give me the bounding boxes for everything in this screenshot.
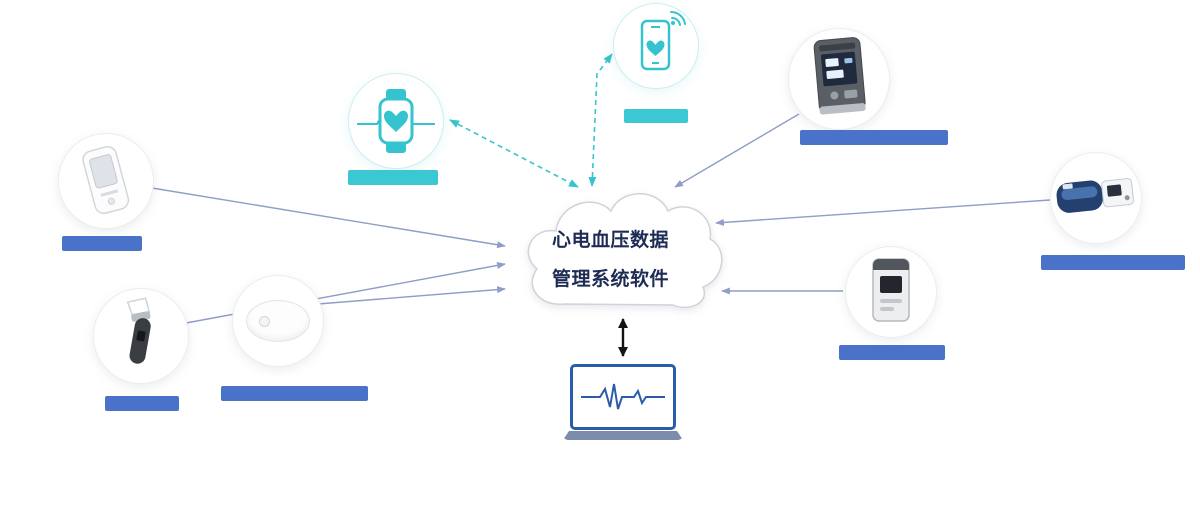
handheld-ecg-device-node bbox=[58, 133, 154, 229]
oval-patch-button bbox=[259, 316, 270, 327]
cloud-title: 心电血压数据 管理系统软件 bbox=[552, 222, 669, 300]
bp-monitor-label bbox=[800, 130, 948, 145]
smartwatch-heart-icon bbox=[357, 89, 435, 153]
ear-probe-device-icon bbox=[126, 297, 151, 364]
smart-watch-label bbox=[348, 170, 438, 185]
holter-recorder-icon bbox=[872, 258, 910, 322]
laptop-ecg-icon bbox=[581, 383, 665, 410]
connector-bp-monitor-to-cloud bbox=[674, 113, 800, 188]
pc-client bbox=[563, 364, 683, 440]
connector-cloud-to-phone-dashed bbox=[588, 53, 613, 187]
smart-phone-node bbox=[613, 3, 699, 89]
oval-patch-device-icon bbox=[246, 300, 310, 342]
cloud-system: 心电血压数据 管理系统软件 bbox=[511, 176, 723, 324]
bp-monitor-icon bbox=[813, 37, 866, 115]
ear-probe-device-label bbox=[105, 396, 179, 411]
bp-monitor-node bbox=[788, 28, 890, 130]
connector-cloud-to-watch-dashed bbox=[449, 119, 579, 188]
connector-handheld-ecg-to-cloud bbox=[151, 187, 506, 249]
cloud-shape bbox=[527, 193, 723, 309]
connector-ambulatory-bp-to-cloud bbox=[715, 199, 1051, 226]
oval-patch-device-node bbox=[232, 275, 324, 367]
bp-cuff-and-recorder-icon bbox=[1056, 178, 1134, 213]
connector-oval-patch-to-cloud bbox=[317, 286, 506, 305]
smart-phone-label bbox=[624, 109, 688, 123]
ambulatory-bp-node bbox=[1050, 152, 1142, 244]
holter-recorder-label bbox=[839, 345, 945, 360]
laptop-base bbox=[563, 431, 683, 440]
ear-probe-device-node bbox=[93, 288, 189, 384]
oval-patch-device-label bbox=[221, 386, 368, 401]
handheld-ecg-device-icon bbox=[82, 145, 130, 215]
laptop-screen bbox=[570, 364, 676, 430]
handheld-ecg-device-label bbox=[62, 236, 142, 251]
ambulatory-bp-label bbox=[1041, 255, 1185, 270]
smart-watch-node bbox=[348, 73, 444, 169]
cloud-title-line1: 心电血压数据 bbox=[552, 230, 670, 251]
smartphone-heart-wifi-icon bbox=[640, 10, 686, 71]
holter-recorder-node bbox=[845, 246, 937, 338]
cloud-title-line2: 管理系统软件 bbox=[552, 268, 670, 290]
